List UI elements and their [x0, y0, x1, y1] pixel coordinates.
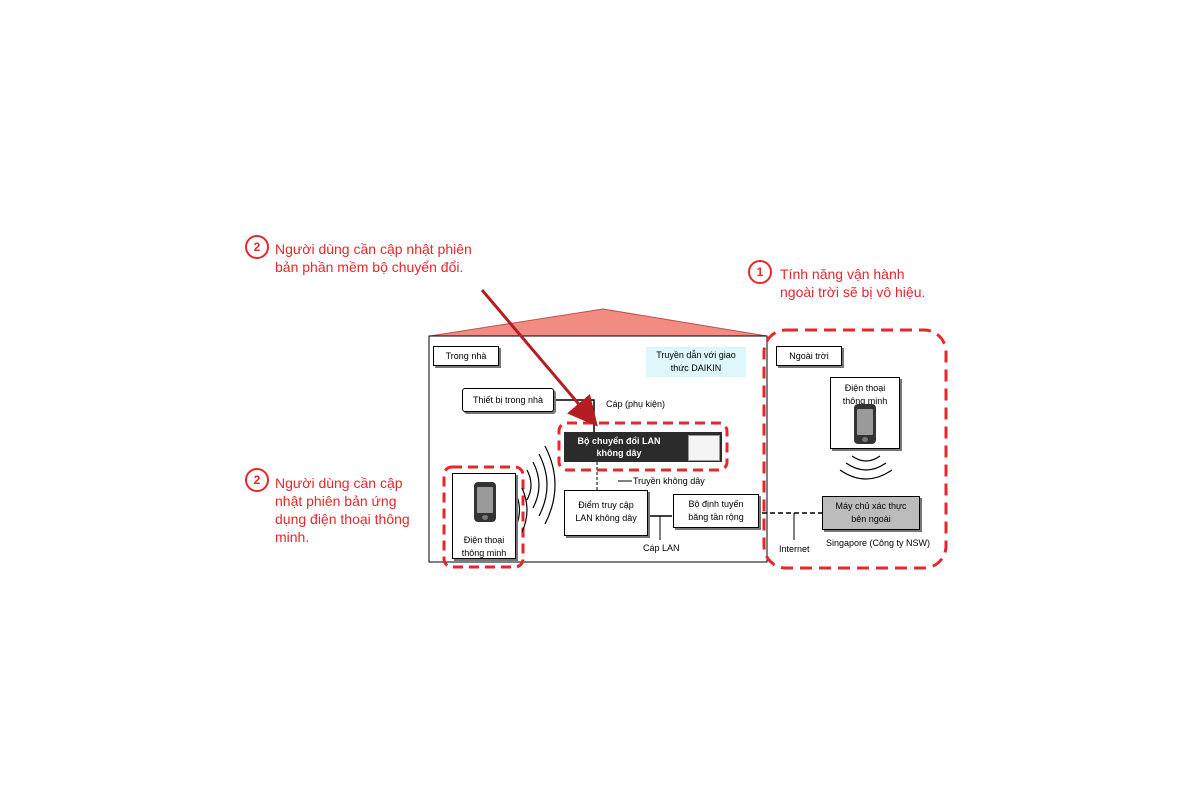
phone-line: thông minh [461, 548, 507, 558]
protocol-line: thức DAIKIN [670, 363, 722, 373]
router-line: băng tần rộng [688, 512, 744, 522]
adapter-device-icon [688, 435, 720, 461]
smartphone-icon [474, 482, 496, 522]
note-line: Người dùng cần cập [275, 475, 403, 491]
protocol-line: Truyền dẫn với giao [656, 350, 736, 360]
outdoor-highlight-frame [762, 328, 948, 570]
wireless-transmission-label: Truyền không dây [633, 476, 705, 486]
outdoor-section-label: Ngoài trời [776, 346, 842, 366]
indoor-wireless-waves-icon [515, 445, 556, 533]
firmware-update-note: Người dùng cần cập nhật phiên bản phần m… [275, 240, 472, 276]
note-line: dụng điện thoại thông [275, 511, 410, 527]
adapter-highlight-frame [557, 421, 729, 472]
adapter-line: không dây [596, 448, 642, 458]
note-line: minh. [275, 529, 310, 545]
callout-number-badge: 1 [748, 260, 772, 284]
update-arrow [480, 289, 598, 427]
outdoor-phone-label: Điện thoại thông minh [831, 382, 899, 408]
wireless-lan-adapter: Bộ chuyển đổi LAN không dây [564, 432, 722, 462]
app-update-note: Người dùng cần cập nhật phiên bản ứng dụ… [275, 474, 410, 546]
note-line: ngoài trời sẽ bị vô hiệu. [780, 284, 926, 300]
callout-number-badge: 2 [245, 235, 269, 259]
note-line: Tính năng vận hành [780, 266, 905, 282]
external-auth-server-box: Máy chủ xác thực bên ngoài [822, 496, 920, 530]
daikin-protocol-label: Truyền dẫn với giao thức DAIKIN [646, 347, 746, 377]
note-line: nhật phiên bản ứng [275, 493, 397, 509]
server-location-label: Singapore (Công ty NSW) [826, 538, 931, 548]
outdoor-smartphone-box: Điện thoại thông minh [830, 377, 900, 449]
server-line: bên ngoài [851, 514, 891, 524]
indoor-section-label: Trong nhà [433, 346, 499, 366]
wireless-access-point-box: Điểm truy cập LAN không dây [564, 490, 648, 536]
phone-line: Điện thoại [463, 535, 505, 545]
adapter-line: Bộ chuyển đổi LAN [577, 436, 661, 446]
note-line: Người dùng cần cập nhật phiên [275, 241, 472, 257]
lan-cable-label: Cáp LAN [643, 543, 680, 553]
outdoor-wireless-waves-icon [839, 455, 893, 480]
internet-label: Internet [779, 544, 810, 554]
house-roof [429, 308, 768, 337]
outdoor-disabled-note: Tính năng vận hành ngoài trời sẽ bị vô h… [780, 265, 925, 301]
indoor-smartphone-box: Điện thoại thông minh [452, 473, 516, 559]
access-point-line: Điểm truy cập [578, 500, 634, 510]
indoor-unit-box: Thiết bị trong nhà [462, 388, 554, 412]
note-line: bản phần mềm bộ chuyển đổi. [275, 259, 464, 275]
router-line: Bộ định tuyến [688, 499, 744, 509]
access-point-line: LAN không dây [575, 513, 637, 523]
phone-line: thông minh [842, 396, 888, 406]
phone-line: Điện thoại [844, 383, 886, 393]
callout-number-badge: 2 [245, 468, 269, 492]
accessory-cable-label: Cáp (phụ kiện) [606, 399, 666, 409]
broadband-router-box: Bộ định tuyến băng tần rộng [673, 494, 759, 528]
smartphone-icon [854, 404, 876, 444]
indoor-phone-highlight-frame [442, 465, 525, 569]
indoor-phone-label: Điện thoại thông minh [453, 534, 515, 560]
server-line: Máy chủ xác thực [835, 501, 907, 511]
